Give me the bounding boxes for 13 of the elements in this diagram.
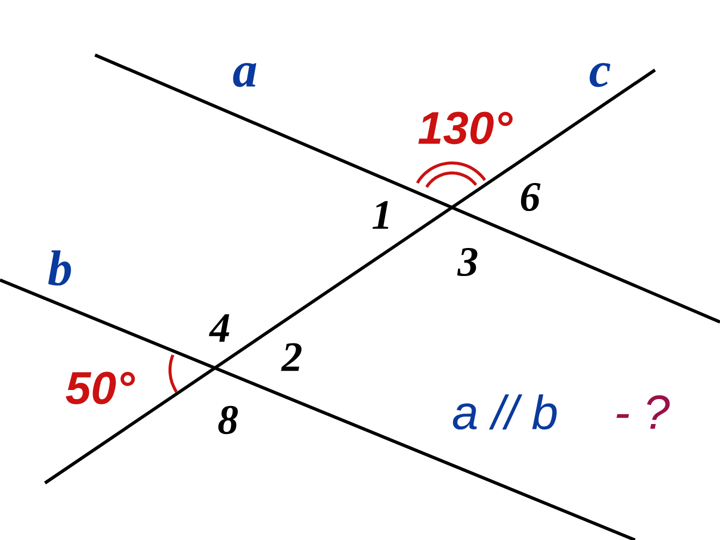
angle-number: 4 xyxy=(208,314,230,342)
question-text: a // b xyxy=(452,394,557,430)
angle-value: 130° xyxy=(418,112,513,144)
question-text: - ? xyxy=(616,395,670,429)
angle-number: 6 xyxy=(520,182,540,212)
line-label: b xyxy=(48,250,71,286)
line-label: a xyxy=(233,63,256,87)
line-label: c xyxy=(590,63,610,87)
angle-value: 50° xyxy=(66,372,135,404)
angle-number: 3 xyxy=(457,248,478,276)
angle-number: 8 xyxy=(218,406,238,434)
angle-number: 2 xyxy=(281,343,302,371)
angle-number: 1 xyxy=(372,201,388,229)
